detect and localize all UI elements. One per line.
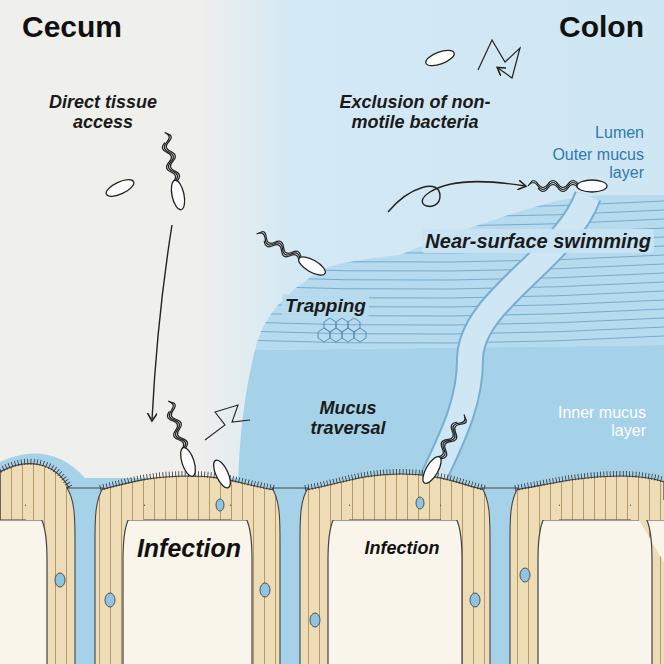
outcome-label: Infection [352, 538, 452, 558]
outcome-label: Infection [126, 534, 252, 562]
region-heading: Cecum [22, 10, 192, 44]
layer-label: Lumen [540, 124, 644, 142]
process-label: Trapping [282, 295, 382, 316]
process-label: Mucus traversal [296, 398, 400, 438]
region-heading: Colon [474, 10, 644, 44]
label-patch: Trapping [282, 294, 369, 317]
process-label: Exclusion of non-motile bacteria [320, 92, 510, 132]
layer-label: Inner mucus layer [540, 404, 646, 440]
process-label: Near-surface swimming [386, 230, 654, 252]
label-patch: Near-surface swimming [422, 229, 654, 253]
layer-label: Outer mucus layer [540, 146, 644, 182]
process-label: Direct tissue access [28, 92, 178, 132]
